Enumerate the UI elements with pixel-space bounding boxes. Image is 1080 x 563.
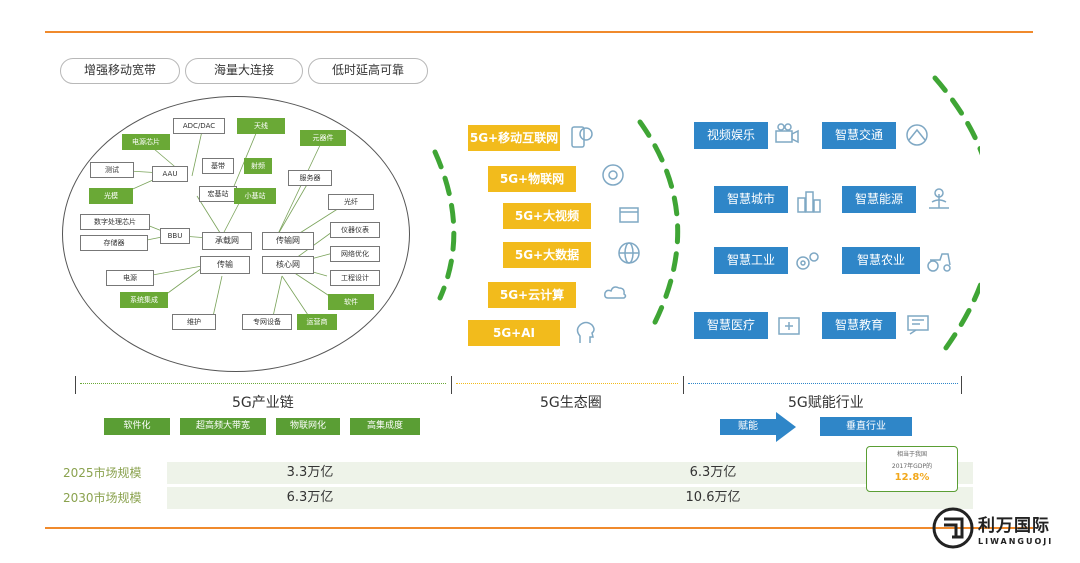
industry-smart-traffic: 智慧交通 bbox=[822, 122, 896, 149]
node-software: 软件 bbox=[328, 294, 374, 310]
node-components: 元器件 bbox=[300, 130, 346, 146]
axis-tick bbox=[683, 376, 684, 394]
callout-value: 12.8% bbox=[894, 472, 930, 483]
node-system-integration: 系统集成 bbox=[120, 292, 168, 308]
globe-icon bbox=[618, 242, 640, 264]
pill-embb: 增强移动宽带 bbox=[60, 58, 180, 84]
node-transport-network: 传输网 bbox=[262, 232, 314, 250]
industry-smart-education: 智慧教育 bbox=[822, 312, 896, 339]
eco-big-data: 5G+大数据 bbox=[503, 242, 591, 268]
market-row-2025: 2025市场规模 3.3万亿 6.3万亿 bbox=[55, 462, 973, 484]
section-enabled-industries: 5G赋能行业 bbox=[788, 395, 864, 411]
row-background bbox=[167, 487, 973, 509]
iot-icon bbox=[602, 164, 624, 186]
node-test: 测试 bbox=[90, 162, 134, 178]
row-background bbox=[167, 462, 973, 484]
education-board-icon bbox=[907, 315, 929, 335]
eco-mobile-internet: 5G+移动互联网 bbox=[468, 125, 560, 151]
chain-value: 6.3万亿 bbox=[286, 490, 334, 505]
enable-arrow bbox=[720, 412, 796, 442]
industry-smart-medical: 智慧医疗 bbox=[694, 312, 768, 339]
medical-kit-icon bbox=[778, 317, 800, 335]
ecosystem-arcs bbox=[432, 75, 980, 359]
node-bearer-network: 承载网 bbox=[202, 232, 252, 250]
industry-smart-energy: 智慧能源 bbox=[842, 186, 916, 213]
node-memory: 存储器 bbox=[80, 235, 148, 251]
eco-ai: 5G+AI bbox=[468, 320, 560, 346]
bottom-divider bbox=[45, 527, 1033, 529]
node-aau: AAU bbox=[152, 166, 188, 182]
logo-name: 利万国际 bbox=[978, 516, 1050, 536]
gdp-callout: 相当于我国 2017年GDP的 12.8% bbox=[866, 446, 958, 492]
node-adc-dac: ADC/DAC bbox=[173, 118, 225, 134]
node-bbu: BBU bbox=[160, 228, 190, 244]
logo-subtitle: LIWANGUOJI bbox=[978, 537, 1054, 546]
row-label: 2025市场规模 bbox=[63, 466, 142, 480]
tractor-icon bbox=[927, 253, 951, 272]
pill-urllc: 低时延高可靠 bbox=[308, 58, 428, 84]
axis-tick bbox=[451, 376, 452, 394]
liwan-logo-icon bbox=[932, 507, 974, 549]
chain-tag-iot: 物联网化 bbox=[276, 418, 340, 435]
energy-plant-icon bbox=[929, 188, 949, 209]
section-industry-chain: 5G产业链 bbox=[232, 395, 294, 411]
node-network-optimization: 网络优化 bbox=[330, 246, 380, 262]
rest-value: 10.6万亿 bbox=[685, 490, 741, 505]
row-label: 2030市场规模 bbox=[63, 491, 142, 505]
node-optical-module: 光模 bbox=[89, 188, 133, 204]
eco-cloud: 5G+云计算 bbox=[488, 282, 576, 308]
node-core-network: 核心网 bbox=[262, 256, 314, 274]
node-antenna: 天线 bbox=[237, 118, 285, 134]
vertical-industry-tag: 垂直行业 bbox=[820, 417, 912, 436]
market-row-2030: 2030市场规模 6.3万亿 10.6万亿 bbox=[55, 487, 973, 509]
ecosystem-axis bbox=[456, 383, 678, 384]
node-maintenance: 维护 bbox=[172, 314, 216, 330]
node-engineering-design: 工程设计 bbox=[330, 270, 380, 286]
traffic-globe-icon bbox=[906, 124, 928, 146]
node-private-network: 专网设备 bbox=[242, 314, 292, 330]
axis-tick bbox=[961, 376, 962, 394]
rest-value: 6.3万亿 bbox=[689, 465, 737, 480]
node-instruments: 仪器仪表 bbox=[330, 222, 380, 238]
section-ecosystem: 5G生态圈 bbox=[540, 395, 602, 411]
node-macro-station: 宏基站 bbox=[199, 186, 237, 202]
camera-icon bbox=[775, 123, 799, 144]
pill-mmtc: 海量大连接 bbox=[185, 58, 303, 84]
enable-label: 赋能 bbox=[738, 421, 758, 432]
node-small-cell: 小基站 bbox=[234, 188, 276, 204]
industry-smart-industry: 智慧工业 bbox=[714, 247, 788, 274]
node-operator: 运营商 bbox=[297, 314, 337, 330]
mobile-internet-icon bbox=[571, 126, 593, 148]
node-baseband: 基带 bbox=[202, 158, 234, 174]
node-transmission: 传输 bbox=[200, 256, 250, 274]
top-divider bbox=[45, 31, 1033, 33]
chain-tag-integration: 高集成度 bbox=[350, 418, 420, 435]
node-dsp-chip: 数字处理芯片 bbox=[80, 214, 150, 230]
callout-line1: 相当于我国 bbox=[896, 451, 927, 458]
eco-big-video: 5G+大视频 bbox=[503, 203, 591, 229]
chain-axis bbox=[80, 383, 446, 384]
node-power: 电源 bbox=[106, 270, 154, 286]
industry-smart-agriculture: 智慧农业 bbox=[842, 247, 920, 274]
node-power-chip: 电源芯片 bbox=[122, 134, 170, 150]
industry-video-entertainment: 视频娱乐 bbox=[694, 122, 768, 149]
chain-tag-software: 软件化 bbox=[104, 418, 170, 435]
axis-tick bbox=[75, 376, 76, 394]
industry-chain-ellipse bbox=[62, 96, 410, 372]
ai-head-icon bbox=[576, 321, 595, 343]
city-buildings-icon bbox=[797, 191, 821, 213]
node-server: 服务器 bbox=[288, 170, 332, 186]
callout-line2: 2017年GDP的 bbox=[891, 463, 933, 470]
chain-tag-high-bandwidth: 超高频大带宽 bbox=[180, 418, 266, 435]
chain-value: 3.3万亿 bbox=[286, 465, 334, 480]
node-rf: 射频 bbox=[244, 158, 272, 174]
eco-iot: 5G+物联网 bbox=[488, 166, 576, 192]
video-icon bbox=[619, 207, 639, 223]
gear-icon bbox=[796, 252, 819, 270]
industry-smart-city: 智慧城市 bbox=[714, 186, 788, 213]
node-fiber: 光纤 bbox=[328, 194, 374, 210]
cloud-icon bbox=[604, 286, 627, 299]
industry-axis bbox=[688, 383, 958, 384]
